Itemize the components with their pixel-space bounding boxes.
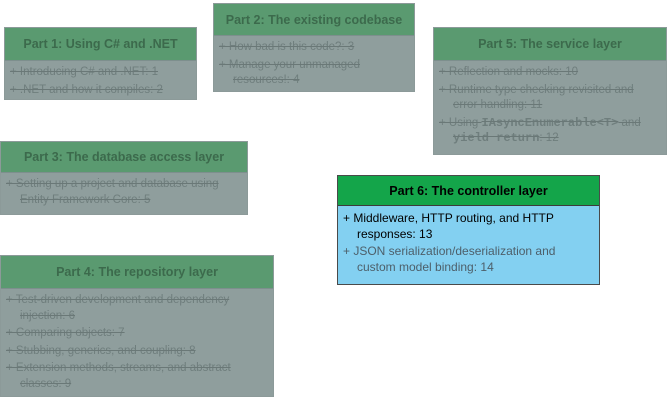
part-4-chapter-list: + Test-driven development and dependency… <box>1 289 273 392</box>
part-2-chapter-list: + How bad is this code?: 3 + Manage your… <box>214 36 414 89</box>
chapter-5: + Setting up a project and database usin… <box>6 178 219 206</box>
part-2-card: Part 2: The existing codebase + How bad … <box>213 3 415 92</box>
part-5-chapter-list: + Reflection and mocks: 10 + Runtime typ… <box>434 61 666 147</box>
chapter-7: + Comparing objects: 7 <box>6 327 125 339</box>
part-3-card: Part 3: The database access layer + Sett… <box>0 141 248 215</box>
chapter-12-prefix: + Using <box>439 116 482 129</box>
chapter-12-middle: and <box>618 116 641 129</box>
chapter-12-code-async-enumerable: IAsyncEnumerable<T> <box>481 115 619 130</box>
chapter-10: + Reflection and mocks: 10 <box>439 66 579 78</box>
chapter-14: + JSON serialization/deserialization and… <box>343 244 556 274</box>
part-6-chapter-list: + Middleware, HTTP routing, and HTTP res… <box>338 206 599 275</box>
part-6-card: Part 6: The controller layer + Middlewar… <box>337 175 600 285</box>
chapter-11: + Runtime type checking revisited and er… <box>439 83 634 112</box>
chapter-1: + Introducing C# and .NET: 1 <box>10 66 158 78</box>
chapter-6: + Test-driven development and dependency… <box>6 294 230 322</box>
part-3-title: Part 3: The database access layer <box>1 142 247 173</box>
chapter-13: + Middleware, HTTP routing, and HTTP res… <box>343 211 554 241</box>
part-1-title: Part 1: Using C# and .NET <box>5 28 196 61</box>
part-4-title: Part 4: The repository layer <box>1 256 273 289</box>
chapter-2: + .NET and how it compiles: 2 <box>10 83 163 96</box>
chapter-12: + Using IAsyncEnumerable<T> and yield re… <box>439 116 661 147</box>
chapter-9: + Extension methods, streams, and abstra… <box>6 362 231 390</box>
chapter-12-code-yield-return: yield return <box>453 131 540 145</box>
part-2-title: Part 2: The existing codebase <box>214 4 414 36</box>
part-3-chapter-list: + Setting up a project and database usin… <box>1 173 247 208</box>
chapter-4: + Manage your unmanaged resources!: 4 <box>219 58 360 87</box>
part-5-card: Part 5: The service layer + Reflection a… <box>433 27 667 155</box>
part-1-card: Part 1: Using C# and .NET + Introducing … <box>4 27 197 100</box>
chapter-8: + Stubbing, generics, and coupling: 8 <box>6 344 196 357</box>
part-1-chapter-list: + Introducing C# and .NET: 1 + .NET and … <box>5 61 196 98</box>
chapter-12-suffix: : 12 <box>539 132 559 144</box>
part-6-title: Part 6: The controller layer <box>338 176 599 206</box>
part-5-title: Part 5: The service layer <box>434 28 666 61</box>
part-4-card: Part 4: The repository layer + Test-driv… <box>0 255 274 397</box>
chapter-3: + How bad is this code?: 3 <box>219 41 355 53</box>
